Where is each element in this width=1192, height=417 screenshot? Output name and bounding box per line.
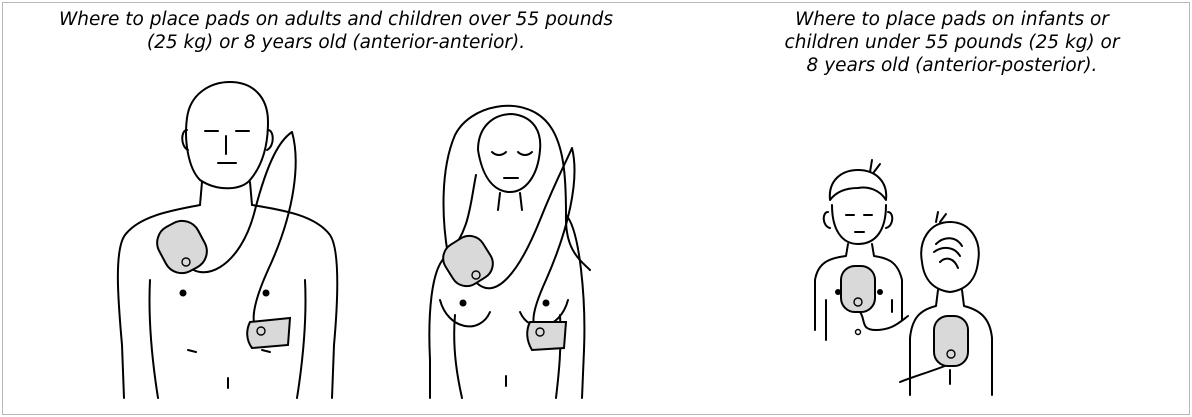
- female-neck: [498, 193, 522, 210]
- adult-female-figure: [429, 106, 590, 398]
- child-front-navel: [856, 330, 861, 335]
- male-torso-left: [149, 280, 158, 398]
- female-nipple-left: [460, 300, 467, 307]
- child-front-face: [832, 205, 886, 244]
- female-lower-pad: [527, 322, 566, 350]
- child-front-nipple-right: [877, 289, 883, 295]
- child-front-pad: [841, 266, 875, 312]
- female-nipple-right: [543, 300, 550, 307]
- child-back-cable: [900, 364, 950, 382]
- female-torso-left: [454, 315, 462, 398]
- female-left-side: [429, 255, 448, 398]
- child-front-cable: [860, 312, 908, 330]
- child-back-head: [921, 222, 979, 292]
- child-front-figure: [815, 160, 908, 340]
- adult-male-figure: [118, 82, 337, 398]
- male-torso-right: [297, 280, 306, 398]
- male-nipple-left: [180, 290, 187, 297]
- male-lower-pad: [247, 318, 290, 348]
- female-cable: [474, 148, 574, 330]
- child-front-hair: [830, 170, 886, 200]
- male-nipple-right: [263, 290, 270, 297]
- male-neck-left: [200, 182, 202, 205]
- male-head-outline: [186, 82, 268, 188]
- male-cable: [185, 132, 296, 330]
- child-back-figure: [900, 212, 992, 395]
- male-upper-pad: [151, 215, 213, 280]
- female-eye-right: [518, 152, 532, 155]
- male-neck-right: [250, 182, 252, 205]
- child-back-hair-tuft: [936, 212, 946, 222]
- child-front-hair-tuft: [870, 160, 880, 172]
- female-eye-left: [492, 152, 506, 155]
- male-abs-left: [188, 350, 196, 352]
